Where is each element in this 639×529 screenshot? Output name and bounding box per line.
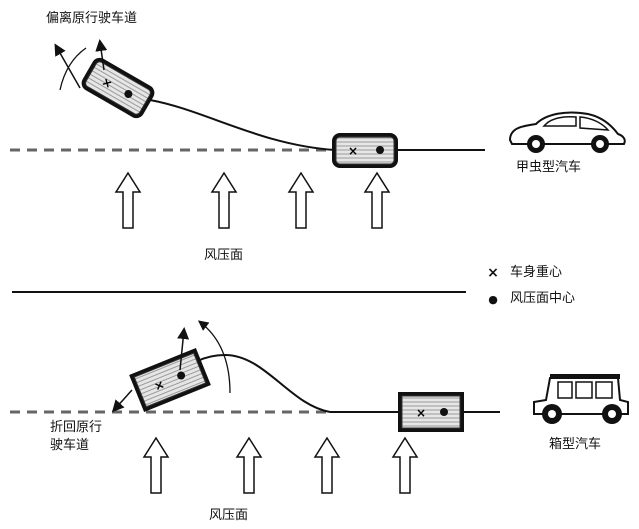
wind-pressure-center-mark — [177, 371, 186, 380]
cross-icon: × — [487, 265, 499, 281]
deviation-arc — [59, 47, 87, 91]
legend-label: 车身重心 — [510, 265, 563, 280]
bottom-car-body-on-lane: × — [398, 392, 464, 432]
top-scenario: × × — [10, 39, 626, 229]
beetle-car-icon — [508, 111, 626, 153]
wind-pressure-center-mark — [376, 146, 384, 154]
legend-label: 风压面中心 — [510, 291, 576, 306]
legend-item-center-of-gravity: × 车身重心 — [486, 264, 562, 282]
wind-pressure-center-mark — [124, 90, 133, 98]
wind-arrow — [142, 436, 170, 494]
bottom-wind-pressure-label: 风压面 — [209, 508, 249, 523]
wind-arrow — [114, 171, 142, 229]
return-arrow-down-left — [111, 389, 133, 413]
bottom-scenario: × × — [10, 320, 629, 494]
dot-icon: ● — [488, 292, 498, 306]
top-deviation-trajectory — [149, 99, 336, 151]
top-car-type-label: 甲虫型汽车 — [516, 160, 582, 175]
box-car-icon — [533, 374, 629, 424]
bottom-return-label-line1: 折回原行 — [50, 420, 103, 435]
rotation-arc — [197, 320, 231, 394]
legend-item-wind-pressure-center: ● 风压面中心 — [486, 290, 575, 308]
bottom-car-body-returning: × — [129, 347, 211, 413]
top-car-body-on-lane: × — [332, 133, 398, 168]
top-wind-pressure-label: 风压面 — [204, 248, 244, 263]
wind-arrow — [313, 436, 341, 494]
wind-arrow — [235, 436, 263, 494]
wind-arrow — [210, 171, 238, 229]
bottom-return-label-line2: 驶车道 — [50, 438, 90, 453]
wind-arrow — [391, 436, 419, 494]
wind-arrow — [287, 171, 315, 229]
center-of-gravity-mark: × — [416, 406, 426, 420]
deviation-arrow-right — [95, 39, 108, 71]
top-wind-arrows — [114, 171, 391, 229]
top-car-body-deviated: × — [81, 57, 155, 119]
wind-pressure-center-mark — [440, 408, 448, 416]
center-of-gravity-mark: × — [152, 377, 167, 394]
top-deviation-label: 偏离原行驶车道 — [46, 11, 138, 26]
return-arrow-up — [177, 327, 190, 371]
wind-arrow — [363, 171, 391, 229]
bottom-car-type-label: 箱型汽车 — [549, 437, 602, 452]
center-of-gravity-mark: × — [348, 144, 358, 158]
bottom-wind-arrows — [142, 436, 419, 494]
